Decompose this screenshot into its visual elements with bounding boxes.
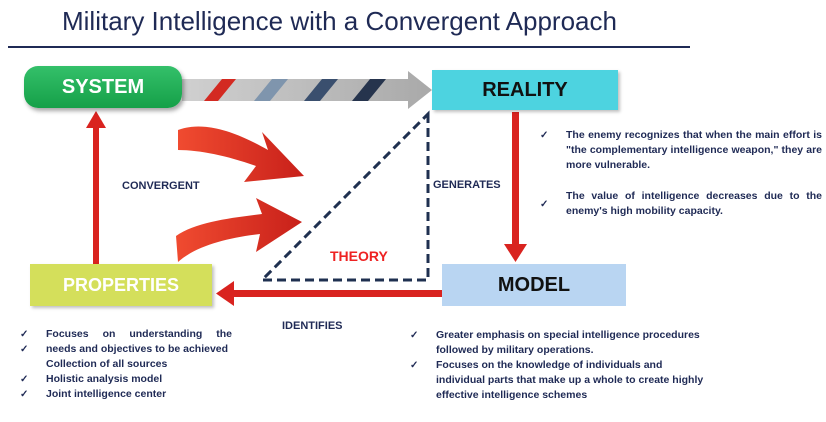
check-icon: ✓ (20, 329, 29, 340)
list-item: ✓ Joint intelligence center (20, 388, 167, 400)
identifies-label: IDENTIFIES (282, 320, 343, 332)
properties-notes: ✓ Focuses on understanding the needs and… (20, 327, 232, 402)
list-item: ✓ Collection of all sources (20, 344, 168, 370)
list-item: ✓ Holistic analysis model (20, 373, 163, 385)
check-icon: ✓ (20, 389, 29, 400)
system-to-reality-arrow (182, 71, 432, 109)
model-node: MODEL (442, 264, 626, 306)
title-divider (8, 46, 690, 48)
check-icon: ✓ (540, 199, 549, 210)
convergent-label: CONVERGENT (122, 180, 200, 192)
system-node: SYSTEM (24, 66, 182, 108)
reality-notes: ✓ The enemy recognizes that when the mai… (540, 128, 822, 219)
reality-to-model-arrow (504, 112, 527, 262)
check-icon: ✓ (410, 360, 419, 371)
check-icon: ✓ (410, 330, 419, 341)
properties-node: PROPERTIES (30, 264, 212, 306)
list-item: ✓ The enemy recognizes that when the mai… (540, 129, 822, 171)
generates-label: GENERATES (433, 179, 501, 191)
page-title: Military Intelligence with a Convergent … (62, 6, 617, 36)
check-icon: ✓ (20, 374, 29, 385)
model-to-properties-arrow (216, 281, 442, 306)
theory-label: THEORY (330, 248, 388, 264)
convergent-arrow-upper (178, 126, 304, 182)
model-notes: ✓ Greater emphasis on special intelligen… (410, 328, 710, 403)
properties-to-system-arrow (86, 111, 106, 264)
list-item: ✓ Greater emphasis on special intelligen… (410, 329, 700, 356)
reality-node: REALITY (432, 70, 618, 110)
theory-triangle (258, 110, 430, 282)
check-icon: ✓ (20, 344, 29, 355)
list-item: ✓ Focuses on the knowledge of individual… (410, 359, 704, 401)
check-icon: ✓ (540, 130, 549, 141)
convergent-arrow-lower (176, 198, 302, 262)
list-item: ✓ The value of intelligence decreases du… (540, 190, 822, 217)
list-item: ✓ Focuses on understanding the needs and… (20, 328, 232, 355)
